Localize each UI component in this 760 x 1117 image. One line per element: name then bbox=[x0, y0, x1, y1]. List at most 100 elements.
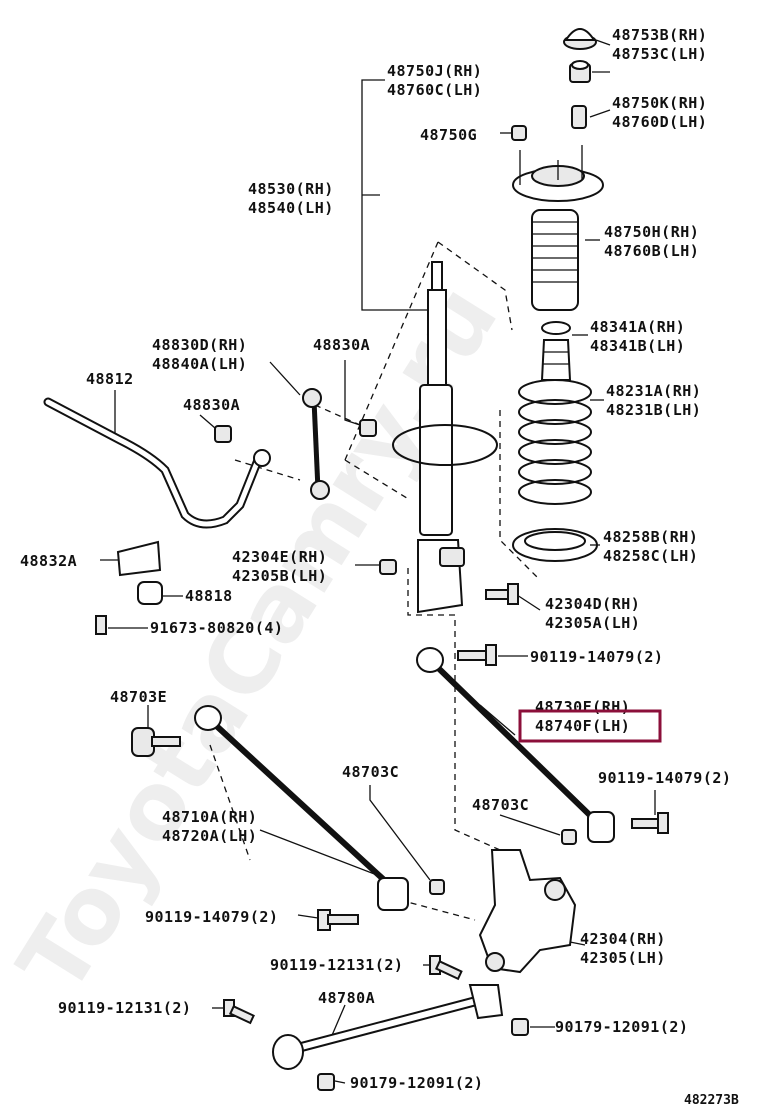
part-label-48730f[interactable]: 48730F(RH)48740F(LH) bbox=[535, 698, 630, 735]
part-label-48750g[interactable]: 48750G bbox=[420, 126, 477, 144]
upper-mount-part[interactable] bbox=[512, 145, 604, 202]
small-nut-part[interactable] bbox=[511, 125, 527, 141]
nut-part[interactable] bbox=[569, 60, 591, 83]
part-number[interactable]: 42305(LH) bbox=[580, 949, 666, 967]
part-label-90119-12131-a[interactable]: 90119-12131(2) bbox=[270, 956, 403, 974]
part-number[interactable]: 48231A(RH) bbox=[606, 382, 701, 400]
stabilizer-link-part[interactable] bbox=[302, 388, 330, 500]
part-label-48703c-b[interactable]: 48703C bbox=[472, 796, 529, 814]
part-number[interactable]: 48760D(LH) bbox=[612, 113, 707, 131]
bar-bushing-part[interactable] bbox=[137, 581, 163, 605]
part-number[interactable]: 90179-12091(2) bbox=[350, 1074, 483, 1092]
part-number[interactable]: 48703C bbox=[472, 796, 529, 814]
part-label-48753b[interactable]: 48753B(RH)48753C(LH) bbox=[612, 26, 707, 63]
part-label-90119-12131-b[interactable]: 90119-12131(2) bbox=[58, 999, 191, 1017]
part-number[interactable]: 48812 bbox=[86, 370, 134, 388]
part-label-48341a[interactable]: 48341A(RH)48341B(LH) bbox=[590, 318, 685, 355]
part-number[interactable]: 48740F(LH) bbox=[535, 717, 630, 735]
part-label-90119-14079-c[interactable]: 90119-14079(2) bbox=[145, 908, 278, 926]
part-label-42304[interactable]: 42304(RH)42305(LH) bbox=[580, 930, 666, 967]
part-number[interactable]: 48258C(LH) bbox=[603, 547, 698, 565]
part-number[interactable]: 48540(LH) bbox=[248, 199, 334, 217]
shock-absorber-part[interactable] bbox=[392, 261, 498, 614]
part-label-48780a[interactable]: 48780A bbox=[318, 989, 375, 1007]
bushing-part[interactable] bbox=[571, 105, 587, 129]
dust-boot-part[interactable] bbox=[531, 209, 579, 311]
carrier-bolt-part-b[interactable] bbox=[223, 999, 255, 1025]
front-lateral-arm-part[interactable] bbox=[194, 705, 409, 911]
part-number[interactable]: 91673-80820(4) bbox=[150, 619, 283, 637]
strut-nut-part[interactable] bbox=[379, 559, 397, 575]
part-number[interactable]: 48840A(LH) bbox=[152, 355, 247, 373]
dust-cap-part[interactable] bbox=[563, 28, 597, 50]
part-label-42304e[interactable]: 42304E(RH)42305B(LH) bbox=[232, 548, 327, 585]
rear-lateral-arm-part[interactable] bbox=[416, 647, 615, 843]
part-label-48832a[interactable]: 48832A bbox=[20, 552, 77, 570]
part-number[interactable]: 42304E(RH) bbox=[232, 548, 327, 566]
part-number[interactable]: 48760B(LH) bbox=[604, 242, 699, 260]
part-label-48812[interactable]: 48812 bbox=[86, 370, 134, 388]
bracket-bolt-part[interactable] bbox=[95, 615, 107, 635]
part-number[interactable]: 48703E bbox=[110, 688, 167, 706]
part-number[interactable]: 48703C bbox=[342, 763, 399, 781]
carrier-bolt-part-a[interactable] bbox=[429, 955, 463, 981]
strut-bolt-part[interactable] bbox=[485, 583, 519, 605]
part-number[interactable]: 90119-14079(2) bbox=[145, 908, 278, 926]
part-number[interactable]: 48830A bbox=[183, 396, 240, 414]
part-number[interactable]: 48750G bbox=[420, 126, 477, 144]
part-label-48231a[interactable]: 48231A(RH)48231B(LH) bbox=[606, 382, 701, 419]
part-number[interactable]: 48341B(LH) bbox=[590, 337, 685, 355]
part-number[interactable]: 48753B(RH) bbox=[612, 26, 707, 44]
part-label-91673[interactable]: 91673-80820(4) bbox=[150, 619, 283, 637]
part-number[interactable]: 48753C(LH) bbox=[612, 45, 707, 63]
part-number[interactable]: 48750J(RH) bbox=[387, 62, 482, 80]
part-label-48750h[interactable]: 48750H(RH)48760B(LH) bbox=[604, 223, 699, 260]
bar-bracket-part[interactable] bbox=[116, 540, 162, 577]
part-label-48703c-a[interactable]: 48703C bbox=[342, 763, 399, 781]
part-label-48258b[interactable]: 48258B(RH)48258C(LH) bbox=[603, 528, 698, 565]
bump-stop-part[interactable] bbox=[540, 321, 572, 381]
link-nut-part[interactable] bbox=[214, 419, 377, 443]
part-number[interactable]: 48730F(RH) bbox=[535, 698, 630, 716]
part-number[interactable]: 90119-12131(2) bbox=[58, 999, 191, 1017]
part-number[interactable]: 48750H(RH) bbox=[604, 223, 699, 241]
arm-bolt-part-c[interactable] bbox=[317, 909, 359, 931]
trailing-arm-part[interactable] bbox=[272, 984, 504, 1070]
part-number[interactable]: 90179-12091(2) bbox=[555, 1018, 688, 1036]
part-label-90119-14079-b[interactable]: 90119-14079(2) bbox=[598, 769, 731, 787]
part-label-48830d[interactable]: 48830D(RH)48840A(LH) bbox=[152, 336, 247, 373]
part-number[interactable]: 42305B(LH) bbox=[232, 567, 327, 585]
coil-spring-part[interactable] bbox=[518, 379, 592, 505]
part-label-48818[interactable]: 48818 bbox=[185, 587, 233, 605]
part-number[interactable]: 42304D(RH) bbox=[545, 595, 640, 613]
part-number[interactable]: 42304(RH) bbox=[580, 930, 666, 948]
arm-bolt-part-a[interactable] bbox=[457, 644, 497, 666]
spring-insulator-part[interactable] bbox=[512, 528, 598, 562]
part-label-48750j[interactable]: 48750J(RH)48760C(LH) bbox=[387, 62, 482, 99]
part-number[interactable]: 48530(RH) bbox=[248, 180, 334, 198]
part-number[interactable]: 48830D(RH) bbox=[152, 336, 247, 354]
part-label-90179-12091-a[interactable]: 90179-12091(2) bbox=[555, 1018, 688, 1036]
part-number[interactable]: 48710A(RH) bbox=[162, 808, 257, 826]
part-number[interactable]: 48830A bbox=[313, 336, 370, 354]
part-label-48830a-top[interactable]: 48830A bbox=[313, 336, 370, 354]
part-label-48710a[interactable]: 48710A(RH)48720A(LH) bbox=[162, 808, 257, 845]
part-label-48830a-mid[interactable]: 48830A bbox=[183, 396, 240, 414]
part-label-48750k[interactable]: 48750K(RH)48760D(LH) bbox=[612, 94, 707, 131]
part-number[interactable]: 48780A bbox=[318, 989, 375, 1007]
part-label-48703e[interactable]: 48703E bbox=[110, 688, 167, 706]
part-label-90179-12091-b[interactable]: 90179-12091(2) bbox=[350, 1074, 483, 1092]
arm-bolt-part-b[interactable] bbox=[631, 812, 669, 834]
part-label-42304d[interactable]: 42304D(RH)42305A(LH) bbox=[545, 595, 640, 632]
part-number[interactable]: 48832A bbox=[20, 552, 77, 570]
part-number[interactable]: 42305A(LH) bbox=[545, 614, 640, 632]
part-number[interactable]: 48720A(LH) bbox=[162, 827, 257, 845]
part-label-48530[interactable]: 48530(RH)48540(LH) bbox=[248, 180, 334, 217]
part-number[interactable]: 90119-12131(2) bbox=[270, 956, 403, 974]
part-number[interactable]: 90119-14079(2) bbox=[598, 769, 731, 787]
stabilizer-bar-part[interactable] bbox=[43, 397, 271, 529]
part-number[interactable]: 48231B(LH) bbox=[606, 401, 701, 419]
part-number[interactable]: 48760C(LH) bbox=[387, 81, 482, 99]
part-number[interactable]: 48818 bbox=[185, 587, 233, 605]
trailing-arm-nut-part[interactable] bbox=[317, 1018, 529, 1091]
